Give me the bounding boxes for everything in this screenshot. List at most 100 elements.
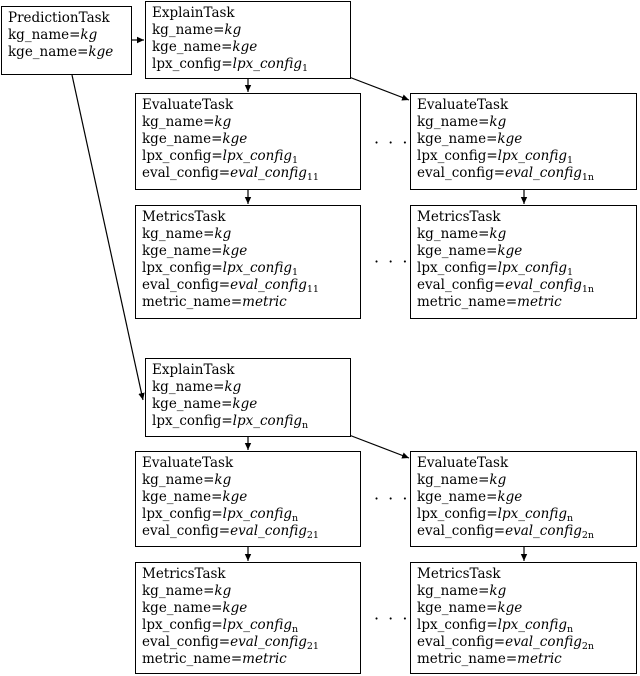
- field-value-text: metric: [517, 294, 562, 310]
- field-key: kge_name: [417, 600, 487, 616]
- equals-sign: =: [69, 27, 81, 43]
- equals-sign: =: [230, 651, 243, 667]
- node-field: metric_name=metric: [142, 294, 354, 311]
- field-key: kge_name: [152, 396, 222, 412]
- field-key: lpx_config: [142, 260, 212, 276]
- node-field: eval_config=eval_config21: [142, 634, 354, 651]
- field-value-text: kge: [232, 396, 258, 412]
- node-title: MetricsTask: [417, 566, 501, 582]
- field-value-text: eval_config: [230, 523, 307, 539]
- equals-sign: =: [203, 114, 215, 130]
- field-value: kg: [489, 114, 506, 130]
- field-key: lpx_config: [142, 506, 212, 522]
- equals-sign: =: [221, 413, 233, 429]
- field-value-text: lpx_config: [497, 506, 568, 522]
- node-field: eval_config=eval_config2n: [417, 634, 630, 651]
- equals-sign: =: [486, 600, 498, 616]
- equals-sign: =: [505, 651, 518, 667]
- equals-sign: =: [211, 506, 223, 522]
- field-value: kg: [214, 583, 231, 599]
- node-field: lpx_config=lpx_config1: [142, 260, 354, 277]
- field-value-text: metric: [517, 651, 562, 667]
- equals-sign: =: [493, 277, 506, 293]
- equals-sign: =: [211, 148, 223, 164]
- field-value-text: metric: [242, 651, 287, 667]
- field-value-text: kge: [497, 600, 523, 616]
- node-title: ExplainTask: [152, 5, 235, 21]
- field-value-subscript: 1: [567, 267, 574, 278]
- node-field: kge_name=kge: [142, 489, 354, 506]
- equals-sign: =: [77, 44, 89, 60]
- node-field: kge_name=kge: [8, 44, 125, 61]
- field-value-text: kg: [489, 114, 507, 130]
- node-title: MetricsTask: [142, 209, 226, 225]
- node-field: eval_config=eval_config11: [142, 277, 354, 294]
- field-value-text: metric: [242, 294, 287, 310]
- field-value: kg: [80, 27, 97, 43]
- field-key: kge_name: [152, 39, 222, 55]
- field-value: lpx_config1: [498, 148, 573, 165]
- field-key: lpx_config: [417, 148, 487, 164]
- field-value: eval_config21: [230, 634, 319, 651]
- field-value-subscript: 11: [306, 172, 319, 183]
- field-key: lpx_config: [152, 413, 222, 429]
- equals-sign: =: [486, 148, 498, 164]
- ellipsis-row-4: · · ·: [374, 609, 410, 628]
- node-field: kg_name=kg: [417, 114, 630, 131]
- field-value-subscript: n: [567, 624, 574, 635]
- field-value-text: lpx_config: [232, 56, 303, 72]
- field-value: kge: [497, 243, 522, 259]
- field-value-text: kge: [88, 44, 114, 60]
- field-value: kg: [489, 583, 506, 599]
- field-key: kg_name: [142, 583, 204, 599]
- node-field: kge_name=kge: [417, 131, 630, 148]
- node-field: kge_name=kge: [142, 243, 354, 260]
- field-value: lpx_config1: [223, 148, 298, 165]
- equals-sign: =: [218, 165, 231, 181]
- field-value-text: eval_config: [230, 165, 307, 181]
- field-key: eval_config: [142, 523, 219, 539]
- node-title: EvaluateTask: [417, 455, 509, 471]
- equals-sign: =: [213, 379, 225, 395]
- equals-sign: =: [478, 583, 490, 599]
- field-key: eval_config: [142, 634, 219, 650]
- field-value: kge: [497, 600, 522, 616]
- equals-sign: =: [493, 523, 506, 539]
- equals-sign: =: [221, 56, 233, 72]
- field-value: metric: [242, 294, 287, 310]
- equals-sign: =: [218, 277, 231, 293]
- equals-sign: =: [218, 634, 231, 650]
- equals-sign: =: [493, 165, 506, 181]
- field-value-subscript: 2n: [581, 530, 595, 541]
- field-value-text: lpx_config: [497, 260, 568, 276]
- field-value: kg: [214, 226, 231, 242]
- equals-sign: =: [211, 617, 223, 633]
- equals-sign: =: [211, 260, 223, 276]
- field-value-text: kg: [224, 22, 242, 38]
- field-value-text: lpx_config: [222, 260, 293, 276]
- equals-sign: =: [211, 489, 223, 505]
- edge-explain1-to-eval1n: [348, 76, 410, 101]
- node-field: eval_config=eval_config11: [142, 165, 354, 182]
- field-value: kg: [224, 22, 241, 38]
- field-value: kge: [497, 489, 522, 505]
- field-value-text: eval_config: [230, 277, 307, 293]
- equals-sign: =: [493, 634, 506, 650]
- field-value-text: kg: [214, 114, 232, 130]
- field-value: kge: [222, 243, 247, 259]
- field-value: eval_config1n: [505, 277, 594, 294]
- node-field: kge_name=kge: [417, 243, 630, 260]
- field-value-text: kg: [214, 583, 232, 599]
- edge-prediction-to-explainn: [71, 74, 145, 401]
- node-field: kg_name=kg: [152, 22, 344, 39]
- ellipsis-row-3: · · ·: [374, 489, 410, 508]
- node-field: kg_name=kg: [417, 226, 630, 243]
- field-value: metric: [517, 651, 562, 667]
- field-value-subscript: 1n: [581, 172, 595, 183]
- equals-sign: =: [505, 294, 518, 310]
